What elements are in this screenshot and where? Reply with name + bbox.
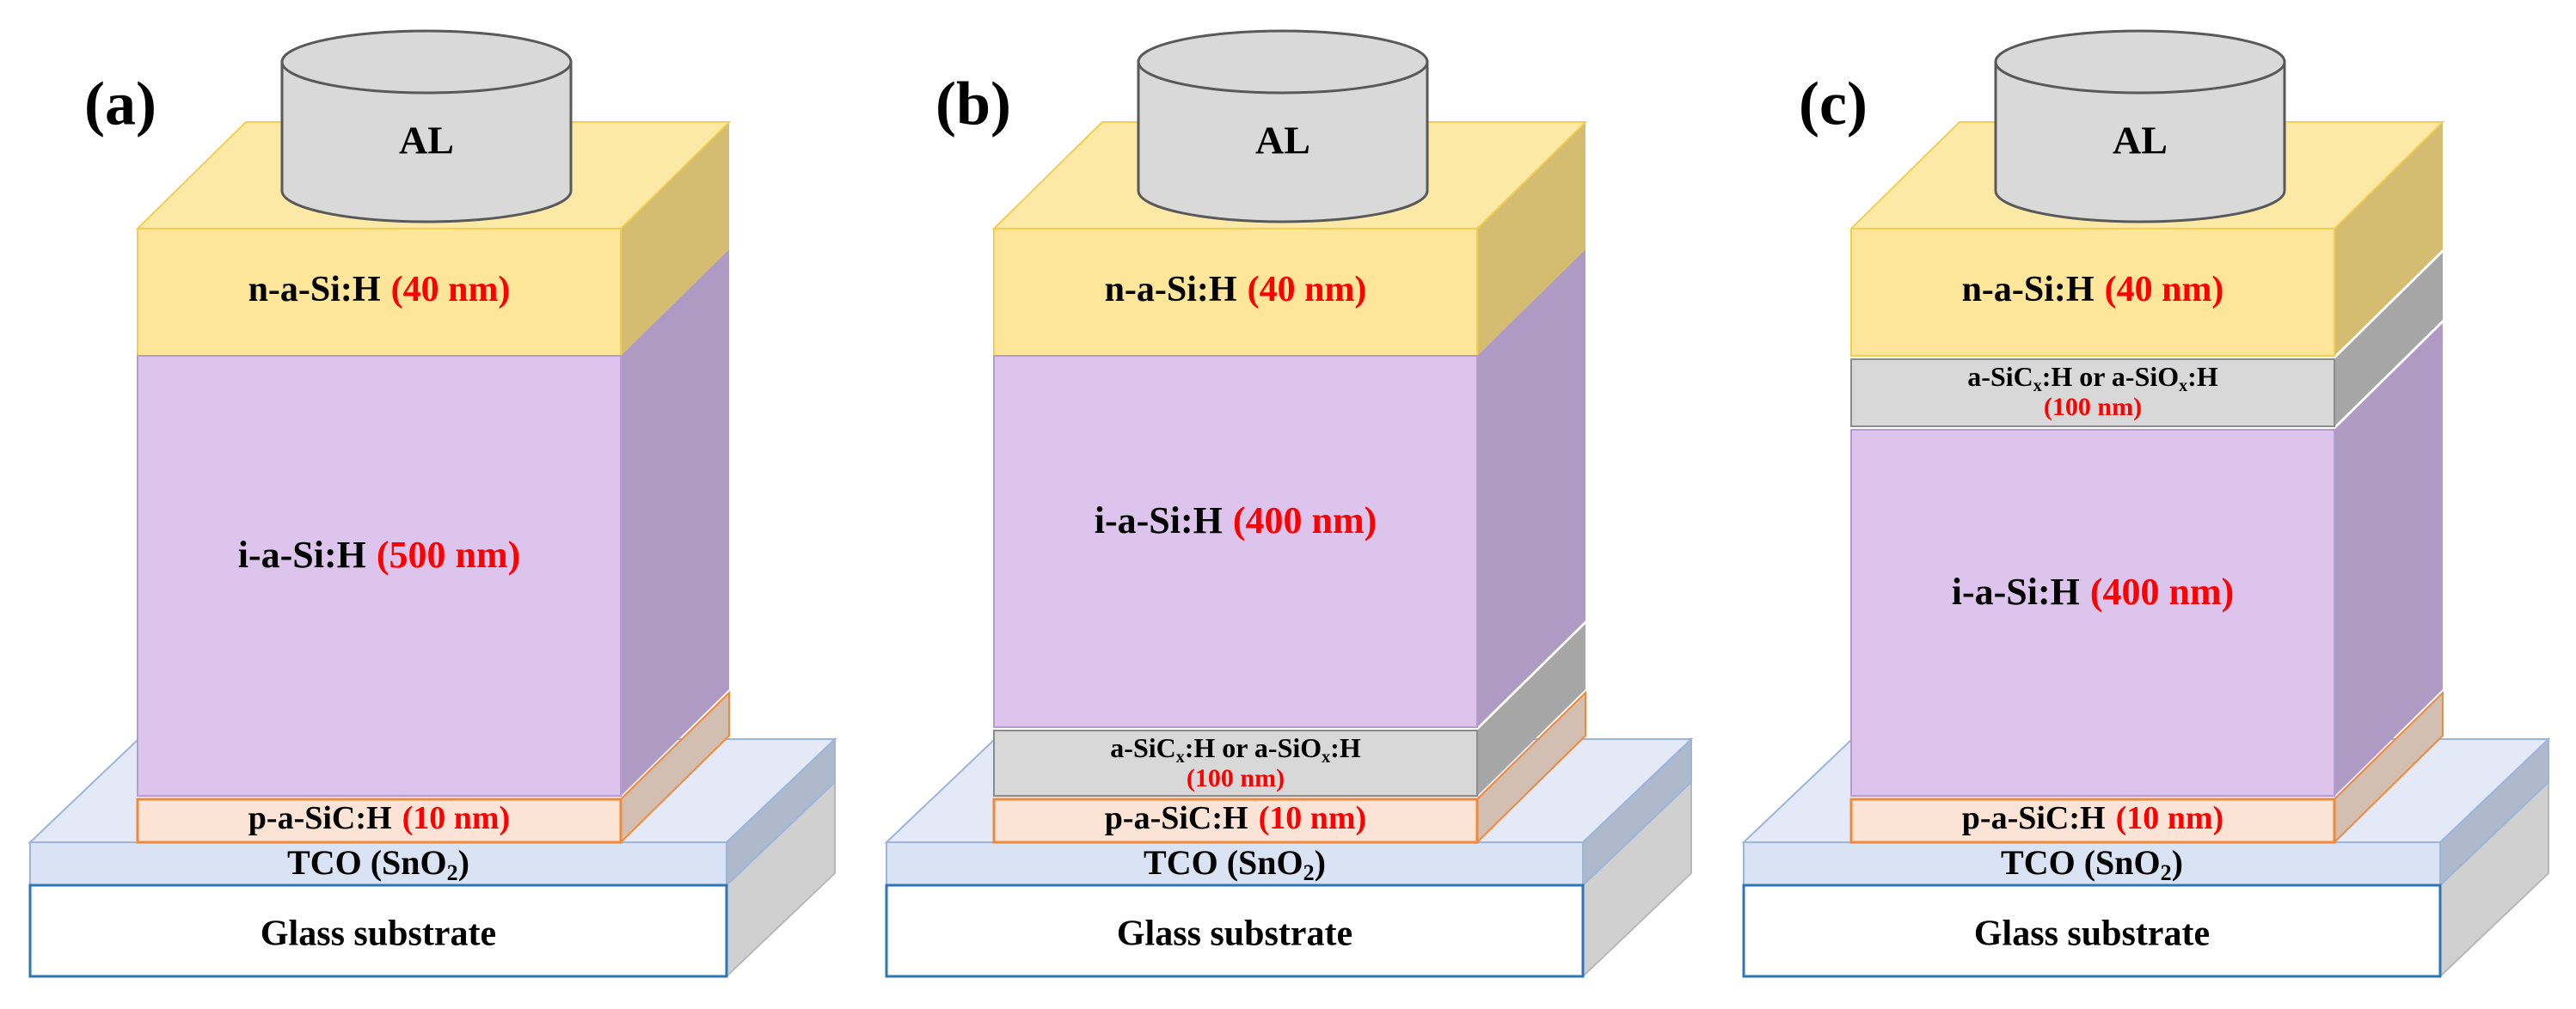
al-contact-label: AL [2113,119,2168,162]
i-layer [1850,429,2335,797]
tco-label: TCO (SnO2) [2001,843,2183,885]
i-layer-label: i-a-Si:H(400 nm) [1095,499,1377,541]
i-layer-side [2334,323,2443,796]
glass-substrate [885,884,1585,978]
al-contact-label: AL [399,119,454,162]
al-contact-top [280,29,573,95]
panel-label: (c) [1799,70,1868,138]
p-layer-label: p-a-SiC:H(10 nm) [248,800,510,836]
panel-label: (b) [935,70,1011,138]
n-layer-side [621,122,729,356]
buffer-layer [993,730,1478,797]
buffer-layer-thickness: (100 nm) [2044,393,2142,421]
tco-label: TCO (SnO2) [1144,843,1326,885]
glass-substrate [1742,884,2442,978]
i-layer [993,355,1478,728]
al-contact-top [1137,29,1429,95]
buffer-layer-side [1477,624,1585,796]
p-layer-label: p-a-SiC:H(10 nm) [1105,800,1366,836]
n-layer-label: n-a-Si:H(40 nm) [1962,270,2224,309]
glass-label: Glass substrate [1974,914,2210,954]
buffer-layer-thickness: (100 nm) [1187,764,1285,792]
p-layer [992,798,1479,844]
al-contact-body [1994,60,2286,223]
n-layer-label: n-a-Si:H(40 nm) [248,270,511,309]
glass-label: Glass substrate [261,914,496,954]
glass-label: Glass substrate [1117,914,1352,954]
glass-substrate [28,884,728,978]
p-layer [1849,798,2336,844]
n-layer-side [1477,122,1585,356]
al-contact-body [280,60,573,223]
panel-label: (a) [84,70,156,138]
n-layer-label: n-a-Si:H(40 nm) [1105,270,1367,309]
n-layer [1850,228,2335,357]
al-contact-label: AL [1255,119,1310,162]
al-contact-top [1994,29,2286,95]
panel-a: TCO (SnO2) Glass substrate n-a-Si:H(40 nm)… [28,29,837,979]
tco-label: TCO (SnO2) [287,843,469,885]
p-layer-label: p-a-SiC:H(10 nm) [1962,800,2223,836]
n-layer [993,228,1478,357]
buffer-layer-side [2334,253,2443,426]
n-layer [137,228,622,357]
n-layer-side [2334,122,2443,356]
tco-layer [29,841,727,886]
buffer-layer-name: a-SiCx:H or a-SiOx:H [1967,361,2218,394]
panel-c: TCO (SnO2) Glass substrate n-a-Si:H(40 nm)… [1741,29,2551,979]
p-layer [136,798,623,844]
panels: TCO (SnO2) Glass substrate n-a-Si:H(40 nm)… [28,29,2551,979]
i-layer-label: i-a-Si:H(400 nm) [1952,571,2235,613]
i-layer-side [1477,249,1585,727]
tco-layer [886,841,1584,886]
al-contact-body [1137,60,1429,223]
i-layer [137,355,622,797]
i-layer-label: i-a-Si:H(500 nm) [238,534,521,576]
i-layer-side [621,249,729,796]
panel-b: TCO (SnO2) Glass substrate n-a-Si:H(40 nm)… [884,29,1694,979]
buffer-layer-name: a-SiCx:H or a-SiOx:H [1110,732,1361,766]
buffer-layer [1850,358,2335,427]
